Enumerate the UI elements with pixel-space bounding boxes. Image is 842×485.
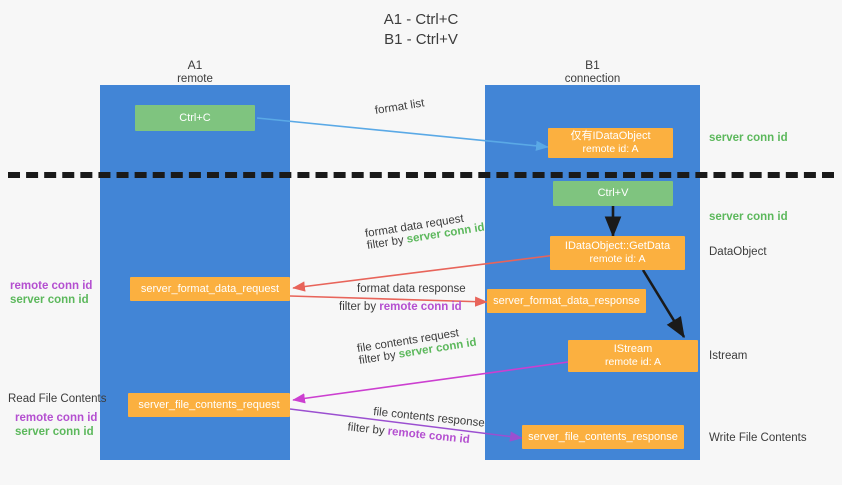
annotation-left-read-file-contents: Read File Contents <box>8 393 107 405</box>
node-istream-label: IStream <box>613 343 653 355</box>
node-server-format-data-response[interactable]: server_format_data_response <box>487 289 646 313</box>
lane-b1-subtitle: connection <box>564 73 621 85</box>
node-server-file-contents-response[interactable]: server_file_contents_response <box>522 425 684 449</box>
page-title: A1 - Ctrl+C B1 - Ctrl+V <box>0 10 842 50</box>
title-line-1: A1 - Ctrl+C <box>383 11 459 28</box>
annotation-right-istream: Istream <box>709 350 748 362</box>
lane-b1-name: B1 <box>585 58 600 72</box>
node-server-format-data-request[interactable]: server_format_data_request <box>130 277 290 301</box>
node-server-format-data-response-label: server_format_data_response <box>493 294 640 307</box>
node-ctrl-v[interactable]: Ctrl+V <box>553 181 673 206</box>
node-server-file-contents-response-label: server_file_contents_response <box>528 430 678 443</box>
edge-label-format-data-response: format data response filter by remote co… <box>339 283 466 313</box>
annotation-left-server-conn-id-bottom: server conn id <box>15 426 94 438</box>
edge-label-format-list: format list <box>374 97 426 117</box>
annotation-left-remote-conn-id-bottom: remote conn id <box>15 412 98 424</box>
node-ctrl-c-label: Ctrl+C <box>179 111 211 124</box>
annotation-left-remote-conn-id-top: remote conn id <box>10 280 93 292</box>
node-server-file-contents-request[interactable]: server_file_contents_request <box>128 393 290 417</box>
node-ctrl-v-label: Ctrl+V <box>597 187 629 199</box>
edge-label-file-contents-request: file contents request filter by server c… <box>356 325 477 367</box>
annotation-right-dataobject: DataObject <box>709 246 767 258</box>
edge-label-file-contents-response: file contents response filter by remote … <box>347 406 485 448</box>
annotation-right-server-conn-id-mid: server conn id <box>709 211 788 223</box>
lane-header-b1: B1 connection <box>485 58 700 86</box>
annotation-right-server-conn-id-top: server conn id <box>709 132 788 144</box>
edge-label-format-data-request: format data request filter by server con… <box>364 210 485 252</box>
phase-divider <box>8 172 834 178</box>
node-idataobject-getdata[interactable]: IDataObject::GetData remote id: A <box>550 236 685 270</box>
edge-label-format-data-response-line2: filter by remote conn id <box>339 301 462 313</box>
node-idataobject[interactable]: 仅有IDataObject remote id: A <box>548 128 673 158</box>
annotation-left-server-conn-id-top: server conn id <box>10 294 89 306</box>
lane-header-a1: A1 remote <box>100 58 290 86</box>
node-idataobject-remote-id: remote id: A <box>582 143 639 155</box>
lane-a1-name: A1 <box>187 58 203 72</box>
node-server-file-contents-request-label: server_file_contents_request <box>138 398 280 411</box>
title-line-2: B1 - Ctrl+V <box>384 31 458 48</box>
edge-label-format-data-response-line1: format data response <box>357 283 466 295</box>
node-idataobject-label: 仅有IDataObject <box>570 130 651 142</box>
lane-a1-subtitle: remote <box>177 73 213 85</box>
node-server-format-data-request-label: server_format_data_request <box>140 282 280 295</box>
node-idataobject-getdata-label: IDataObject::GetData <box>564 240 671 252</box>
annotation-right-write-file-contents: Write File Contents <box>709 432 807 444</box>
node-ctrl-c[interactable]: Ctrl+C <box>135 105 255 131</box>
key-remote-conn-id: remote conn id <box>379 301 462 313</box>
key-remote-conn-id: remote conn id <box>387 425 471 447</box>
node-idataobject-getdata-remote-id: remote id: A <box>589 253 646 265</box>
node-istream[interactable]: IStream remote id: A <box>568 340 698 372</box>
node-istream-remote-id: remote id: A <box>604 356 662 368</box>
